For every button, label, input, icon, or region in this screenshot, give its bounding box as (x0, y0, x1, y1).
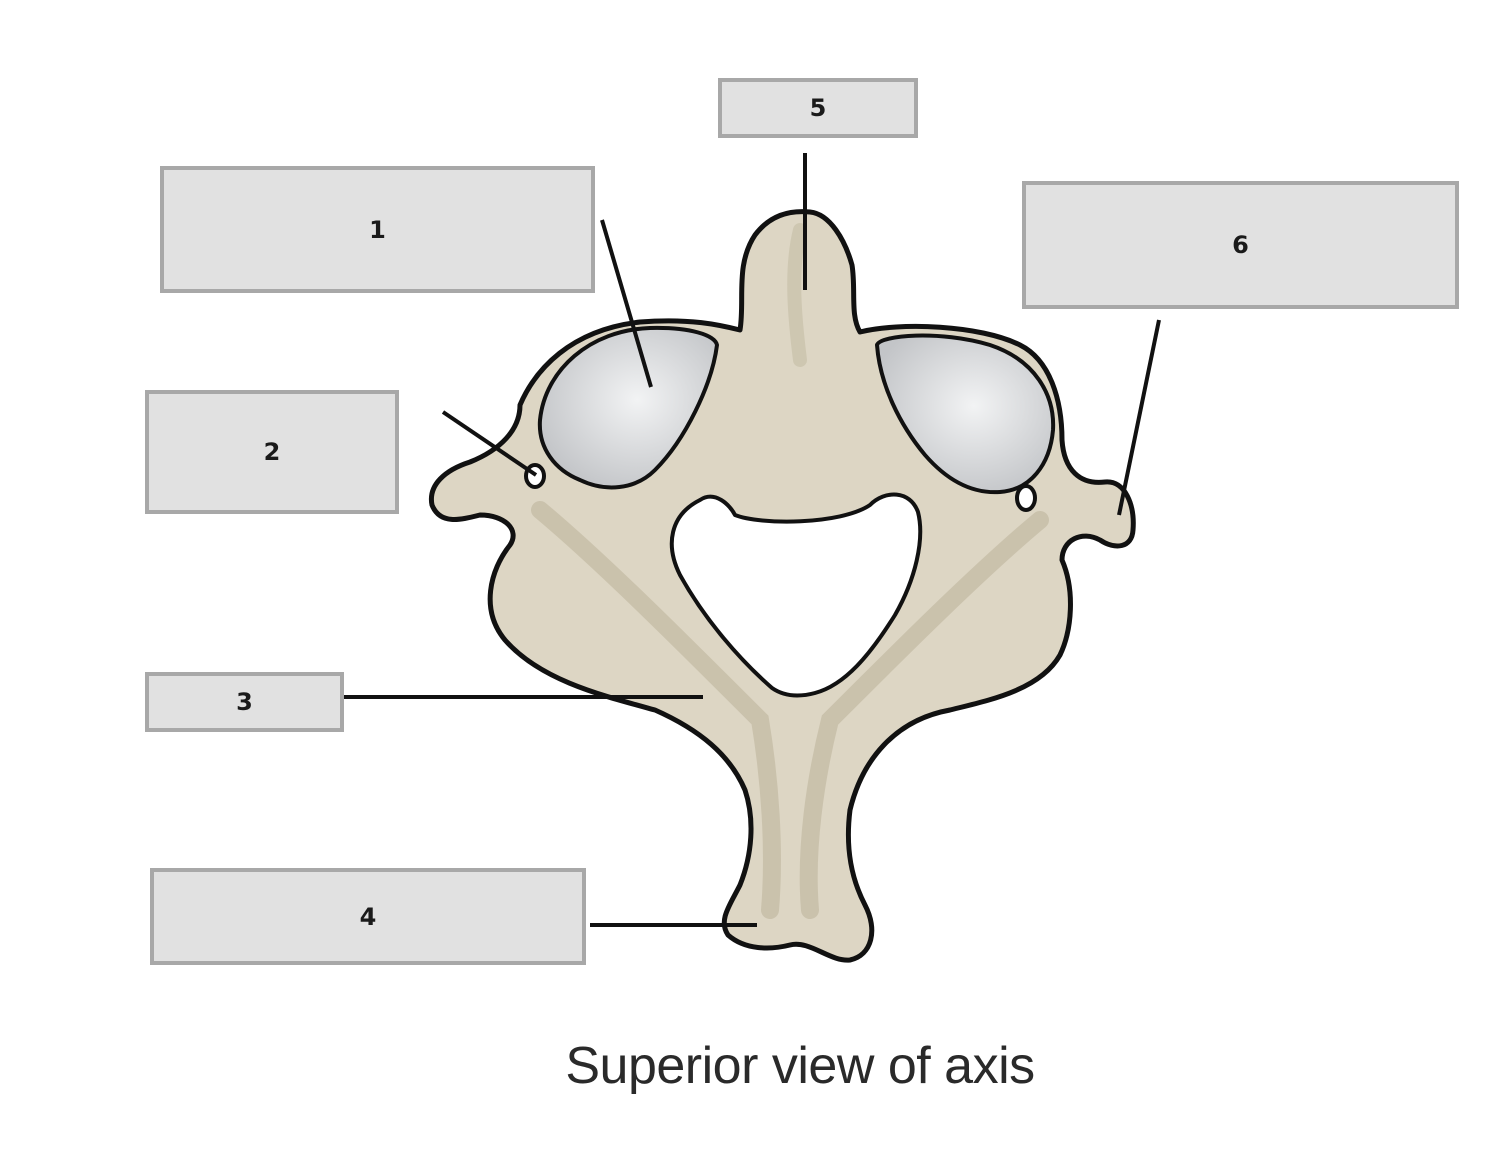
vertebral-foramen (669, 492, 923, 698)
right-superior-articular-facet (874, 333, 1056, 495)
diagram-caption: Superior view of axis (565, 1037, 1035, 1095)
left-lamina-shading (531, 501, 781, 919)
leader-line-1 (600, 219, 653, 388)
leader-line-2 (441, 410, 538, 477)
label-box-5[interactable]: 5 (718, 78, 918, 138)
label-box-6[interactable]: 6 (1022, 181, 1459, 309)
label-box-2[interactable]: 2 (145, 390, 399, 514)
leader-line-6 (1117, 319, 1161, 516)
right-lamina-shading (799, 511, 1049, 919)
left-superior-articular-facet (537, 325, 720, 490)
label-box-4[interactable]: 4 (150, 868, 586, 965)
label-box-1[interactable]: 1 (160, 166, 595, 293)
dens-shading (787, 223, 807, 367)
label-box-3[interactable]: 3 (145, 672, 344, 732)
right-transverse-foramen (1015, 484, 1037, 512)
